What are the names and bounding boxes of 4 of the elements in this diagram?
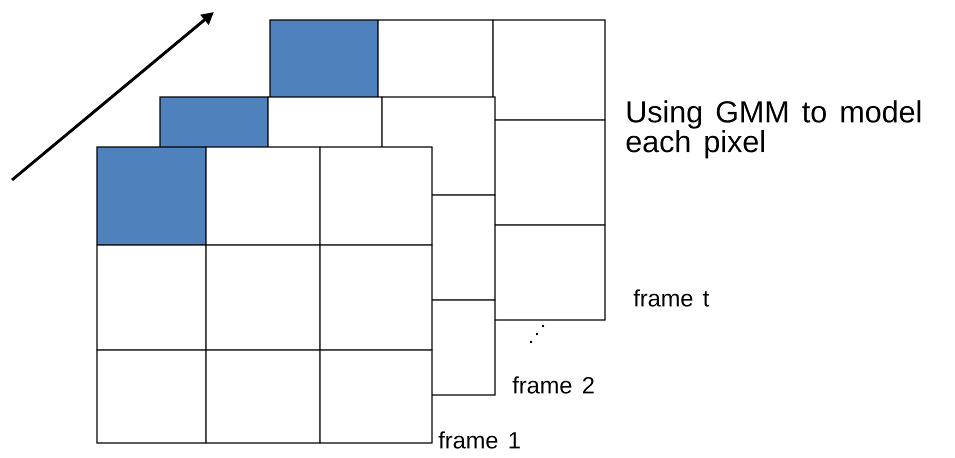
label-text: frame 1 (438, 431, 520, 449)
label-text: frame t (634, 289, 710, 307)
label-text: frame 2 (512, 376, 594, 394)
label-text: Using GMM to model each pixel (626, 100, 920, 158)
